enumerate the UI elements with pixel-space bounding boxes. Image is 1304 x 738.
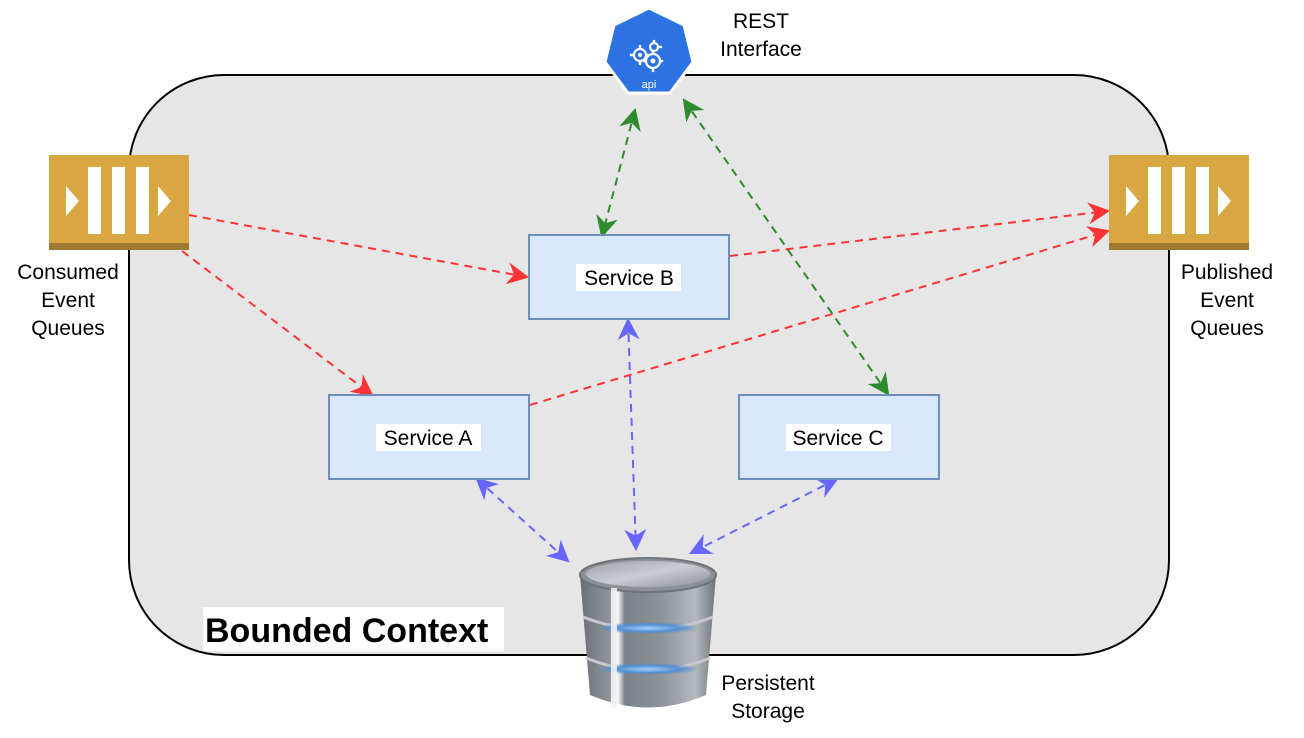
service-a-label: Service A [384,427,473,450]
bounded-context-label: Bounded Context [205,612,488,650]
consumed-queues-label-line2: Event [41,289,95,312]
edge-consumed-to-service-b [188,214,530,285]
rest-interface-label-line1: REST [733,10,789,33]
service-a-node[interactable]: Service A [328,394,530,480]
storage-label-line2: Storage [731,700,805,723]
edge-rest-to-service-b [596,107,641,239]
consumed-queues-label-line1: Consumed [17,261,119,284]
consumed-queues-label-line3: Queues [31,317,105,340]
published-queues-label-line1: Published [1181,261,1273,284]
service-b-label: Service B [584,267,674,290]
published-queues-label-line2: Event [1200,289,1254,312]
queue-icon [1109,155,1249,250]
edge-service-a-to-storage [475,477,570,563]
storage-label-line1: Persistent [721,672,815,695]
published-queues-node[interactable]: Published Event Queues [1109,155,1273,340]
service-c-node[interactable]: Service C [738,394,940,480]
api-icon-text: api [642,79,657,91]
consumed-queues-node[interactable]: Consumed Event Queues [17,155,189,340]
edge-consumed-to-service-a [181,250,374,397]
published-queues-label-line3: Queues [1190,317,1264,340]
rest-flow-edges [596,98,890,396]
bounded-context-label-bg [203,607,504,651]
persistent-storage-node[interactable]: Persistent Storage [579,557,815,723]
database-icon [579,557,717,708]
edge-rest-to-service-c [682,98,890,396]
edge-service-b-to-storage [617,317,647,552]
service-b-node[interactable]: Service B [528,234,730,320]
rest-interface-label-line2: Interface [720,38,802,61]
service-c-label: Service C [792,427,883,450]
api-gears-icon: api [603,6,695,95]
queue-icon [49,155,189,250]
rest-interface-node[interactable]: api REST Interface [603,6,802,95]
storage-flow-edges [475,317,839,563]
